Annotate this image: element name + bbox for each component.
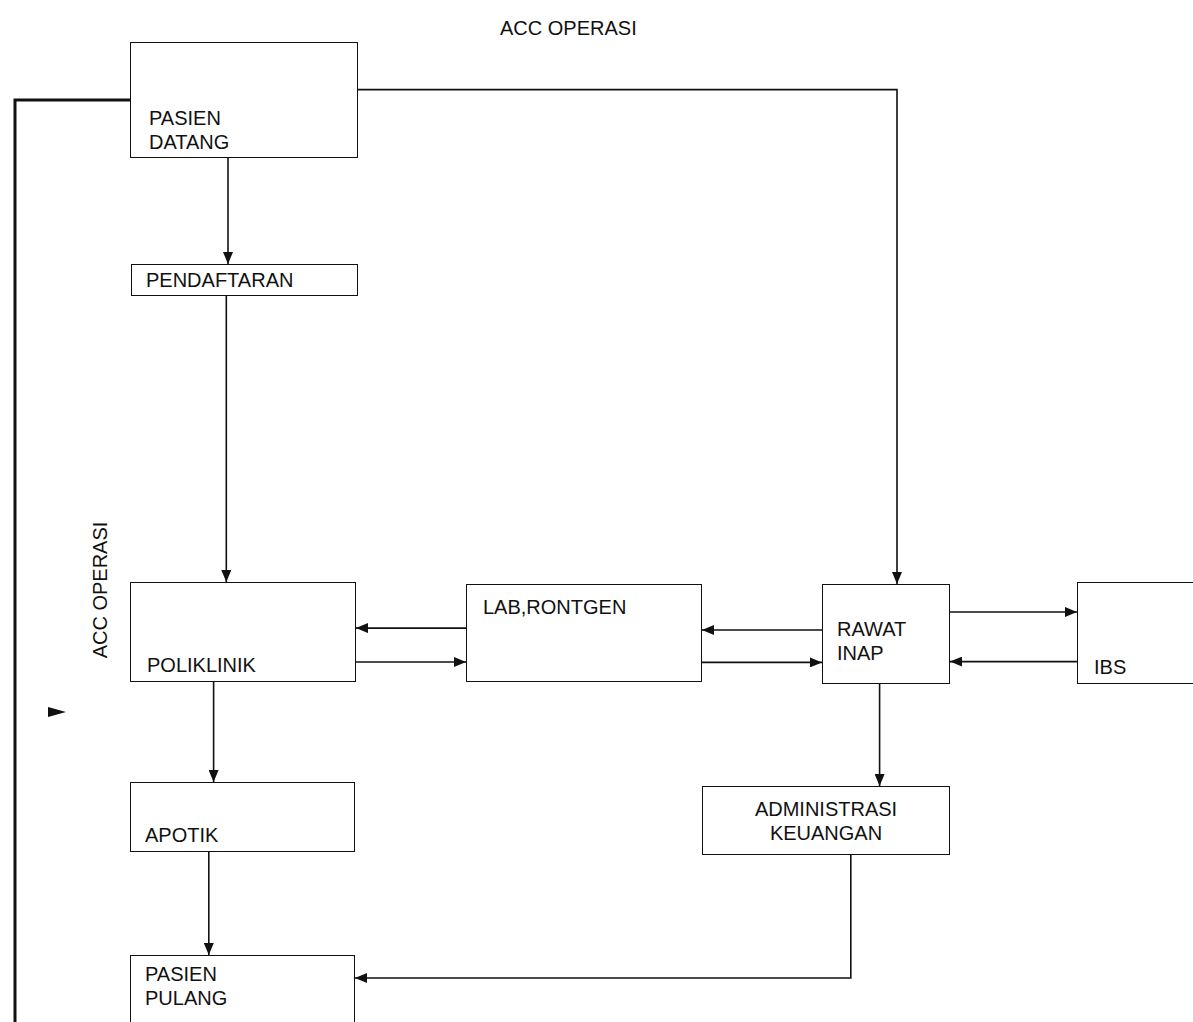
flow-arrow xyxy=(356,627,466,629)
process-box: ADMINISTRASI KEUANGAN xyxy=(702,786,950,855)
flow-arrow xyxy=(950,611,1077,613)
flow-arrow xyxy=(879,684,881,786)
box-label: PENDAFTARAN xyxy=(146,268,293,292)
flow-arrow xyxy=(227,158,229,264)
process-box: RAWAT INAP xyxy=(822,584,950,684)
process-box: POLIKLINIK xyxy=(130,582,356,682)
box-label: APOTIK xyxy=(145,823,218,847)
flow-arrow xyxy=(358,90,897,584)
flow-arrow xyxy=(950,661,1077,663)
text-group: LAB,RONTGEN xyxy=(483,595,626,619)
text-group: PASIEN DATANG xyxy=(149,106,229,154)
flow-arrow xyxy=(702,629,822,631)
process-box: PENDAFTARAN xyxy=(131,264,358,296)
text-group: PENDAFTARAN xyxy=(146,268,293,292)
box-label: POLIKLINIK xyxy=(147,653,256,677)
edge-label: ACC OPERASI xyxy=(88,519,112,662)
flow-arrow xyxy=(213,682,215,782)
process-box: PASIEN DATANG xyxy=(130,42,358,158)
process-box: APOTIK xyxy=(130,782,355,852)
flow-arrow xyxy=(702,662,822,664)
process-box: PASIEN PULANG xyxy=(130,955,355,1022)
edge-label: ACC OPERASI xyxy=(497,16,640,40)
box-label: LAB,RONTGEN xyxy=(483,595,626,619)
text-group: RAWAT INAP xyxy=(837,617,906,665)
flow-arrow xyxy=(15,100,130,1022)
text-group: IBS xyxy=(1094,655,1126,679)
box-label: PASIEN DATANG xyxy=(149,106,229,154)
flow-arrow xyxy=(226,296,228,582)
process-box: IBS xyxy=(1077,582,1193,684)
text-group: APOTIK xyxy=(145,823,218,847)
box-label: PASIEN PULANG xyxy=(145,962,227,1010)
flow-arrow xyxy=(356,661,466,663)
stray-arrowhead xyxy=(48,707,66,717)
flow-arrow xyxy=(208,852,210,955)
box-label: ADMINISTRASI KEUANGAN xyxy=(755,797,897,845)
process-box: LAB,RONTGEN xyxy=(466,584,702,682)
text-group: ADMINISTRASI KEUANGAN xyxy=(755,797,897,845)
flow-arrow xyxy=(355,855,851,978)
text-group: POLIKLINIK xyxy=(147,653,256,677)
box-label: IBS xyxy=(1094,655,1126,679)
box-label: RAWAT INAP xyxy=(837,617,906,665)
text-group: PASIEN PULANG xyxy=(145,962,227,1010)
